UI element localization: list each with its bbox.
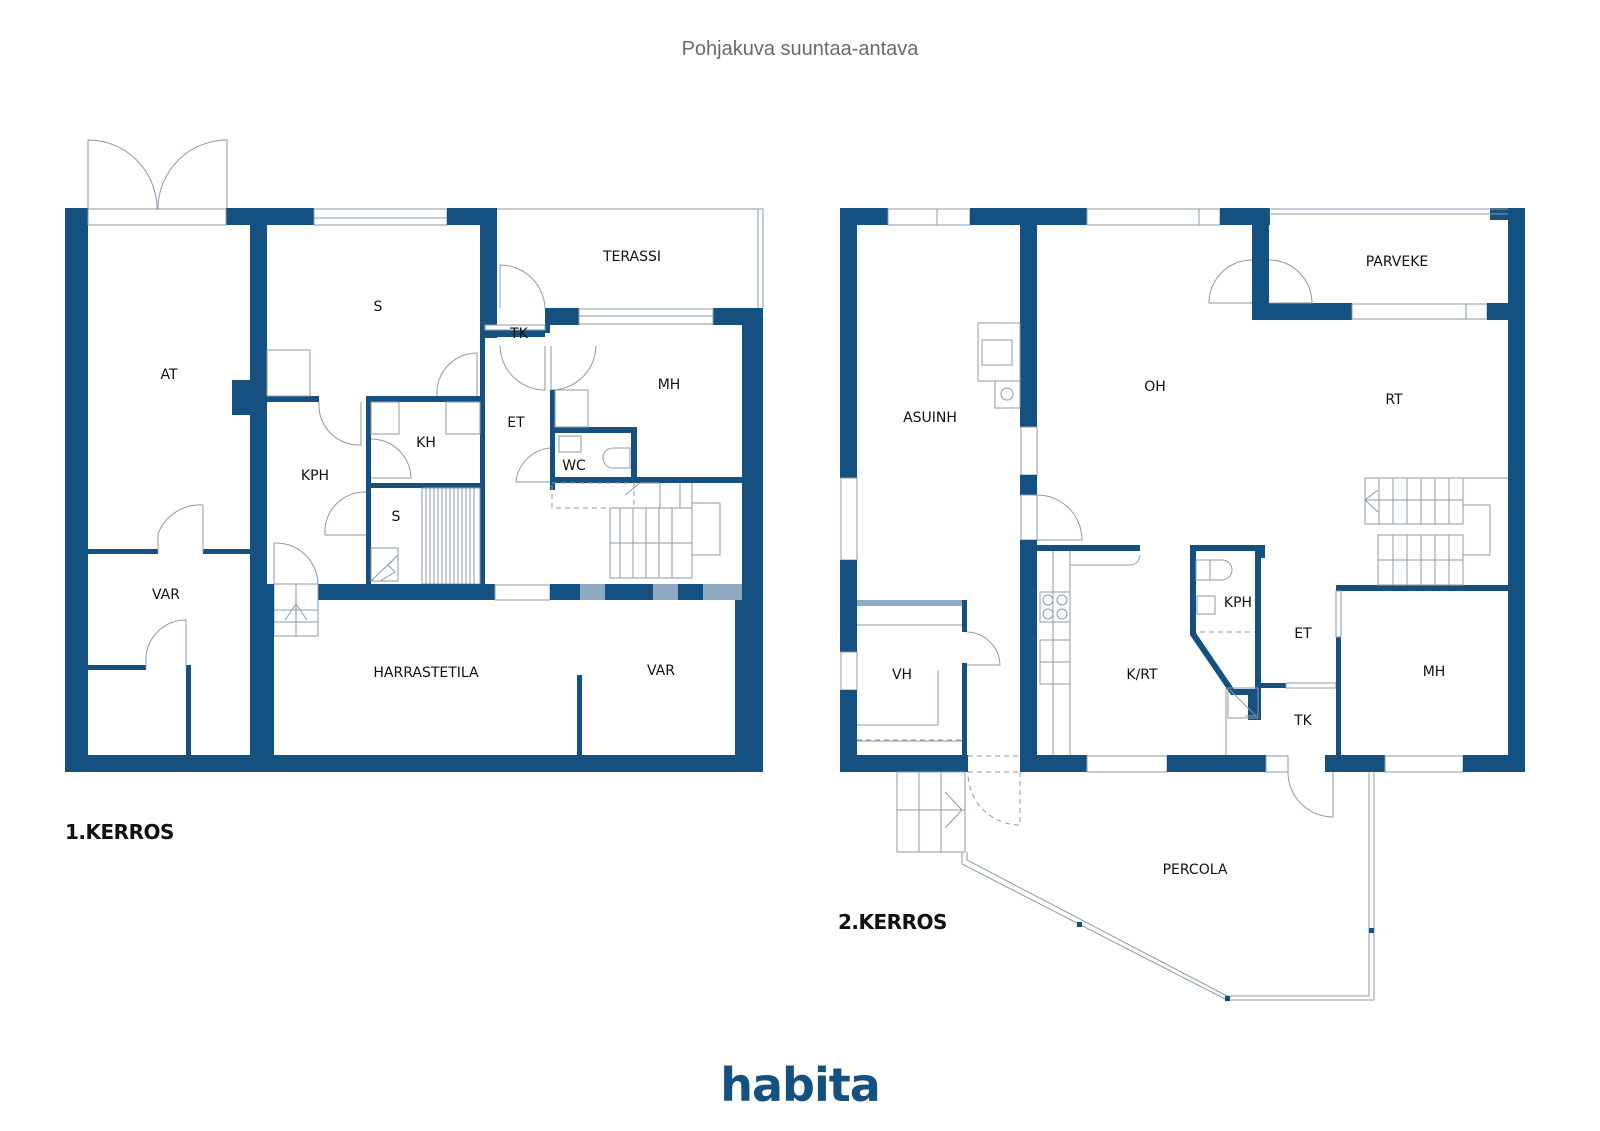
room-label-percola: PERCOLA	[1163, 862, 1228, 878]
sauna-bench	[421, 487, 481, 585]
room-label-k-rt: K/RT	[1126, 667, 1158, 683]
floor-2-plan	[840, 208, 1525, 1001]
wall	[65, 208, 88, 772]
room-label-kph: KPH	[301, 468, 329, 484]
room-label-s: S	[374, 299, 383, 315]
room-label-var: VAR	[152, 587, 180, 603]
room-label-et: ET	[1294, 626, 1312, 642]
room-label-et: ET	[507, 415, 525, 431]
room-label-wc: WC	[562, 458, 586, 474]
page-title: Pohjakuva suuntaa-antava	[681, 38, 919, 60]
room-label-mh: MH	[658, 377, 681, 393]
double-door-icon	[87, 139, 228, 210]
staircase	[896, 771, 966, 853]
room-label-s2: S	[392, 509, 401, 525]
room-label-kh: KH	[416, 435, 436, 451]
floor-label-2: 2.KERROS	[838, 910, 947, 934]
staircase	[273, 542, 319, 637]
room-label-terassi: TERASSI	[602, 249, 661, 265]
room-label-rt: RT	[1385, 392, 1403, 408]
window	[87, 208, 227, 226]
room-label-at: AT	[160, 367, 177, 383]
floor-label-1: 1.KERROS	[65, 820, 174, 844]
room-label-mh: MH	[1423, 664, 1446, 680]
room-label-harrastetila: HARRASTETILA	[373, 665, 479, 681]
floor-1-plan	[65, 139, 764, 772]
room-label-oh: OH	[1144, 379, 1166, 395]
habita-logo: habita	[720, 1058, 881, 1112]
room-label-kph: KPH	[1224, 595, 1252, 611]
staircase	[1364, 477, 1508, 586]
room-label-tk: TK	[509, 326, 529, 342]
room-label-vh: VH	[892, 667, 912, 683]
room-label-var2: VAR	[647, 663, 675, 679]
room-label-tk: TK	[1293, 713, 1313, 729]
room-label-asuinh: ASUINH	[903, 410, 957, 426]
staircase	[551, 482, 721, 579]
room-label-parveke: PARVEKE	[1366, 254, 1429, 270]
